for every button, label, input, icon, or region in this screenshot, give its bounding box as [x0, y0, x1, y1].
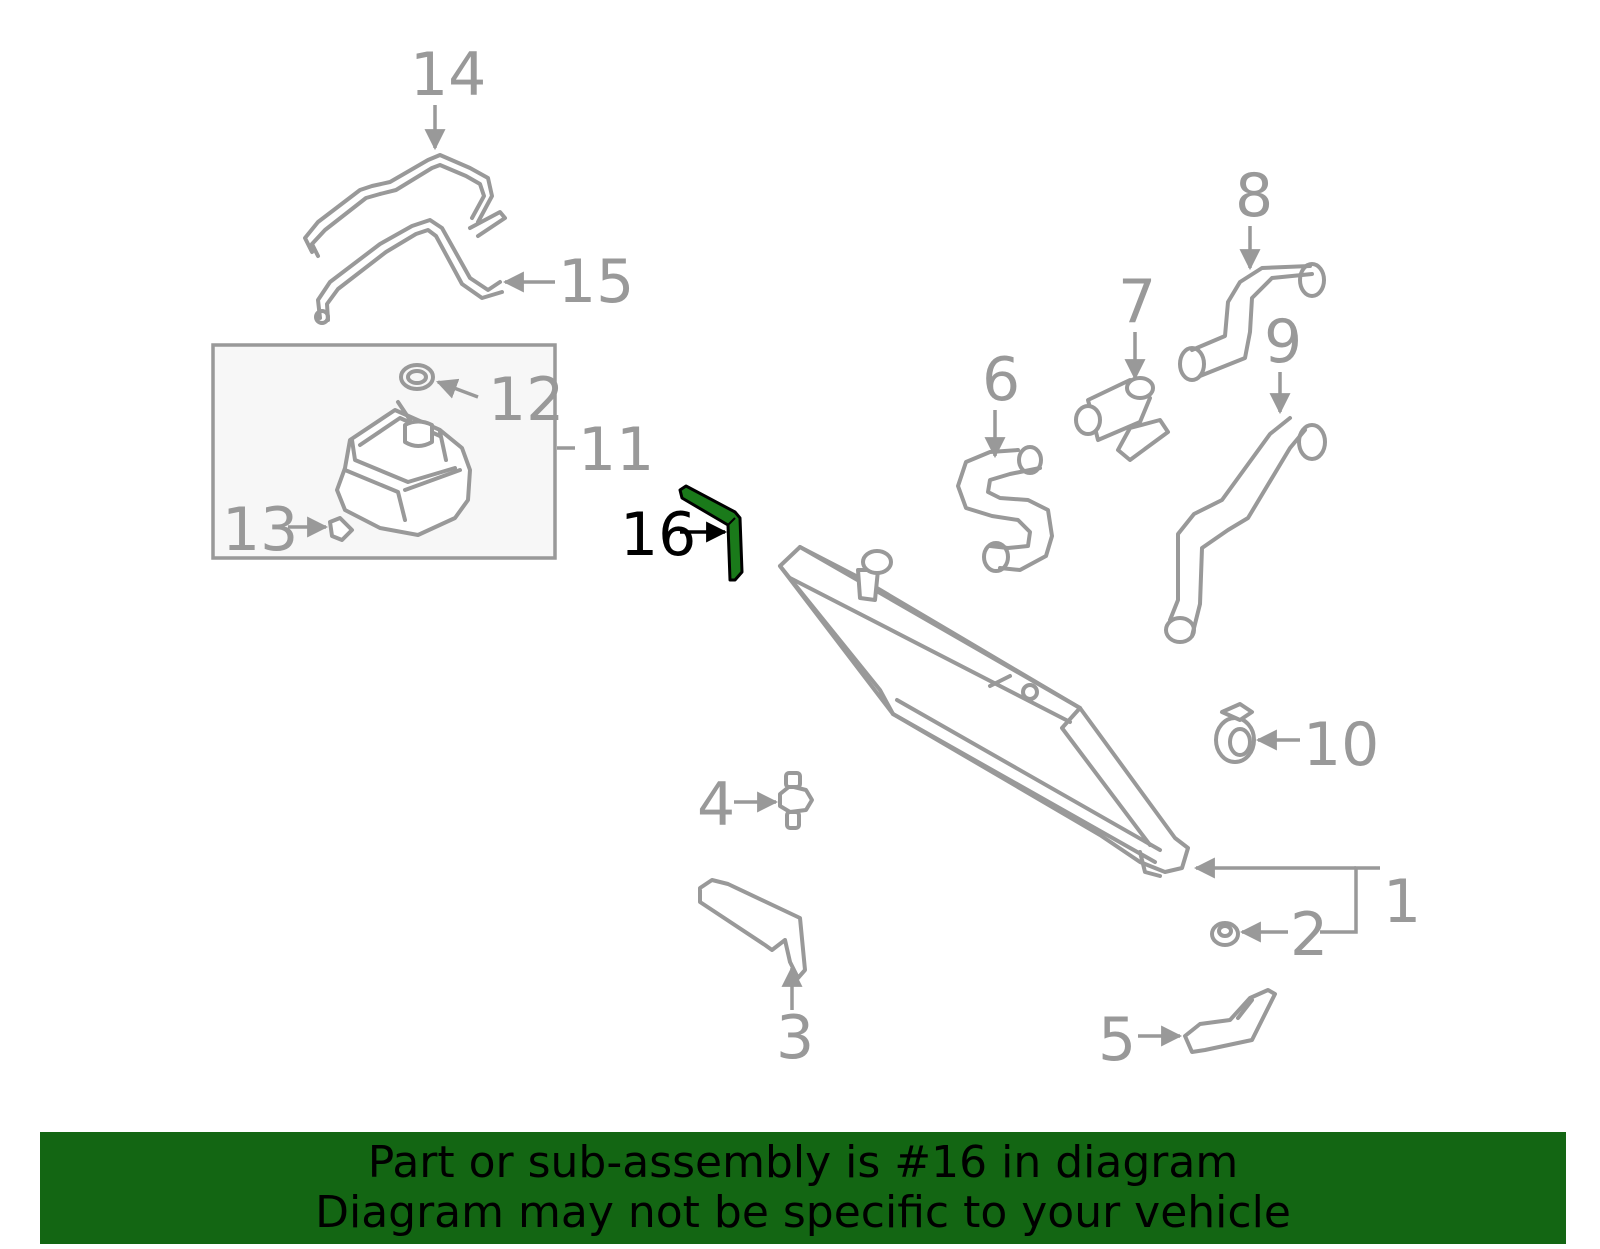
- label-5: 5: [1098, 1005, 1136, 1075]
- banner-line-2: Diagram may not be specific to your vehi…: [315, 1187, 1291, 1238]
- banner-line-1: Part or sub-assembly is #16 in diagram: [367, 1137, 1239, 1188]
- label-7: 7: [1118, 267, 1156, 337]
- part-15-hose[interactable]: [314, 218, 504, 325]
- label-9: 9: [1264, 307, 1302, 377]
- part-16-bracket-highlighted[interactable]: [678, 484, 744, 582]
- info-banner: Part or sub-assembly is #16 in diagram D…: [40, 1132, 1566, 1244]
- label-14: 14: [410, 40, 486, 110]
- part-13-clip[interactable]: [328, 516, 354, 542]
- part-14-hose[interactable]: [303, 153, 507, 258]
- part-8-hose[interactable]: [1178, 262, 1326, 382]
- leader-12: [436, 378, 479, 399]
- part-11-reservoir-assembly[interactable]: [211, 343, 557, 560]
- label-15: 15: [558, 247, 634, 317]
- part-1-radiator[interactable]: [778, 545, 1190, 878]
- part-9-hose[interactable]: [1164, 416, 1327, 644]
- label-13: 13: [222, 495, 298, 565]
- label-2: 2: [1290, 900, 1328, 970]
- label-4: 4: [697, 770, 735, 840]
- part-3-shroud-bracket[interactable]: [698, 878, 807, 980]
- part-5-lower-bracket[interactable]: [1183, 988, 1277, 1054]
- part-4-bolt[interactable]: [778, 771, 814, 830]
- label-1: 1: [1383, 867, 1421, 937]
- label-11: 11: [578, 415, 654, 485]
- part-2-grommet[interactable]: [1210, 921, 1240, 947]
- part-10-clamp[interactable]: [1214, 702, 1256, 764]
- part-12-gasket[interactable]: [399, 363, 435, 391]
- label-12: 12: [488, 365, 564, 435]
- label-3: 3: [776, 1003, 814, 1073]
- label-8: 8: [1235, 161, 1273, 231]
- label-6: 6: [982, 345, 1020, 415]
- part-6-hose[interactable]: [956, 445, 1054, 573]
- label-16: 16: [620, 500, 696, 570]
- leader-1: [1320, 866, 1380, 934]
- label-10: 10: [1303, 710, 1379, 780]
- part-7-housing[interactable]: [1074, 376, 1170, 462]
